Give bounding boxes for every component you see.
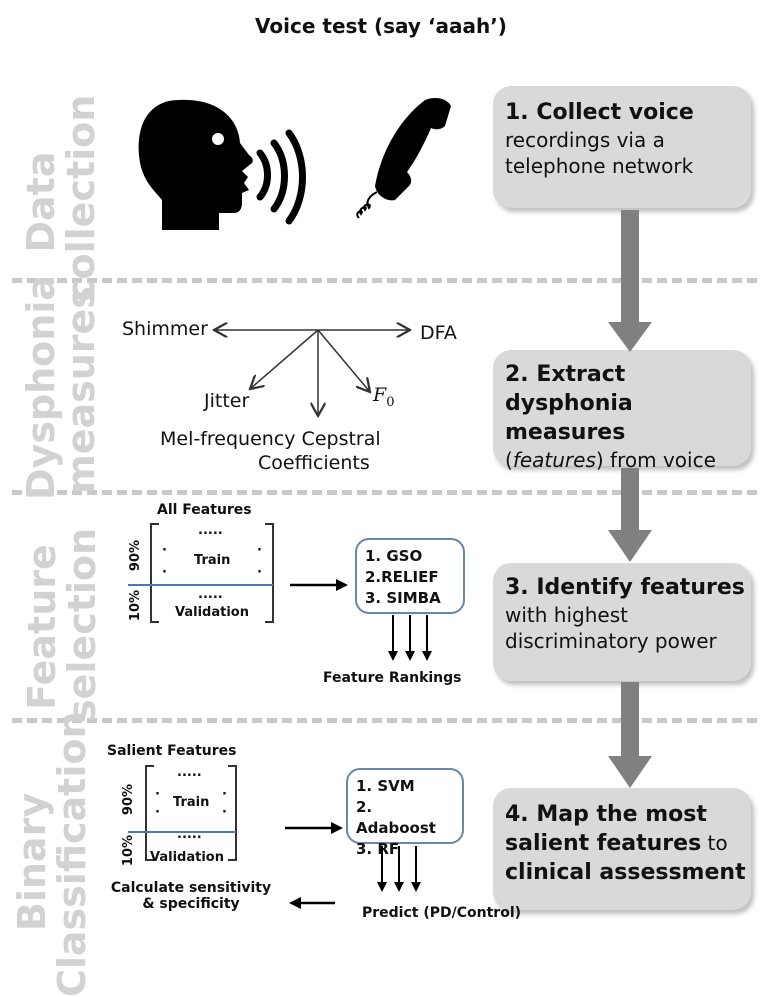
classification-matrix: ..... Train · · · · ..... [145, 765, 237, 861]
speaking-head-icon [138, 99, 306, 231]
step-1-text-line: telephone network [505, 154, 694, 179]
step-1-text-line: recordings via a [505, 128, 665, 153]
stage-label-line: Classification [49, 711, 94, 997]
algorithm-item: 2.RELIEF [365, 568, 439, 586]
feature-matrix: ..... Train · · · · ..... [150, 523, 274, 623]
matrix-dots-bottom: ..... [177, 827, 202, 842]
classification-algorithms: 1. SVM 2. Adaboost 3. RF [346, 768, 464, 858]
matrix-dot: · [155, 787, 160, 802]
step-4-text-line: salient features to [505, 829, 751, 858]
matrix-dots-top: ..... [198, 523, 223, 538]
arrow-to-metrics [289, 897, 335, 909]
diagram-title: Voice test (say ‘aaah’) [255, 14, 507, 38]
flow-arrow-3 [608, 682, 652, 788]
measure-jitter: Jitter [204, 390, 250, 412]
ranking-arrows [388, 615, 432, 661]
stage-label-line: measures [58, 286, 103, 494]
telephone-icon [356, 98, 451, 219]
matrix-dots-bottom: ..... [198, 587, 223, 602]
step-box-1: 1. Collect voice recordings via a teleph… [493, 86, 751, 208]
stage-label-dysphonia-measures: Dysphonia measures [19, 274, 106, 500]
matrix-dot: · [257, 565, 262, 580]
stage-label-binary-classification: Binary Classification [10, 711, 97, 997]
arrow-to-selectors [290, 579, 348, 591]
predict-arrows [377, 846, 421, 892]
step-4-bold: salient features [505, 831, 702, 857]
metrics-label: Calculate sensitivity & specificity [100, 880, 282, 912]
matrix-dots-top: ..... [177, 765, 202, 780]
algorithm-item: 3. RF [356, 840, 400, 858]
step-4-rest: to [701, 831, 728, 856]
train-percent: 90% [128, 539, 144, 572]
algorithm-item: 2. Adaboost [356, 798, 436, 837]
step-2-rest: ) from voice [595, 448, 716, 473]
step-box-3: 3. Identify features with highest discri… [493, 563, 751, 681]
stage-label-line: selection [59, 527, 104, 722]
step-1-title: 1. Collect voice [505, 100, 694, 125]
metrics-label-line: & specificity [142, 896, 240, 912]
stage-label-line: Data [19, 151, 63, 253]
matrix-train-label: Train [173, 795, 210, 810]
matrix-dot: · [257, 543, 262, 558]
measure-f0-subscript: 0 [386, 394, 395, 410]
step-2-text-line: (features) from voice [505, 447, 751, 473]
validation-percent: 10% [121, 834, 137, 867]
measure-mfcc-line2: Coefficients [258, 452, 370, 474]
measure-dfa: DFA [420, 322, 457, 344]
metrics-label-line: Calculate sensitivity [110, 880, 272, 896]
arrow-to-classifiers [285, 822, 343, 834]
validation-label: Validation [150, 850, 224, 865]
stage-label-line: Dysphonia [19, 274, 63, 500]
predict-label: Predict (PD/Control) [362, 905, 522, 921]
step-2-paren: ( [505, 448, 513, 473]
matrix-dot: · [162, 543, 167, 558]
step-3-text-line: discriminatory power [505, 629, 717, 654]
matrix-dot: · [222, 787, 227, 802]
validation-label: Validation [175, 605, 249, 620]
measure-f0: F0 [373, 384, 394, 410]
matrix-dot: · [222, 805, 227, 820]
separator-2 [12, 490, 757, 495]
split-line [128, 584, 273, 586]
algorithm-item: 3. SIMBA [365, 589, 441, 607]
algorithm-item: 1. SVM [356, 777, 415, 795]
measure-f0-letter: F [373, 384, 387, 406]
split-line [128, 831, 236, 833]
matrix-train-label: Train [194, 553, 231, 568]
measures-arrows [210, 314, 430, 424]
step-4-title: clinical assessment [505, 860, 746, 886]
matrix-dot: · [155, 805, 160, 820]
step-3-text-line: with highest [505, 603, 628, 628]
step-4-title: 4. Map the most [505, 802, 707, 827]
step-box-2: 2. Extract dysphonia measures (features)… [493, 350, 751, 472]
stage-label-data-collection: Data collection [19, 94, 106, 302]
step-3-title: 3. Identify features [505, 575, 745, 600]
feature-rankings-label: Feature Rankings [323, 670, 462, 686]
step-2-italic: features [512, 448, 596, 473]
stage-label-line: collection [58, 94, 103, 302]
validation-percent: 10% [128, 589, 144, 622]
step-2-title: dysphonia measures [505, 391, 633, 446]
measure-shimmer: Shimmer [122, 318, 208, 340]
all-features-label: All Features [157, 502, 252, 518]
flow-arrow-1 [608, 210, 652, 352]
salient-features-label: Salient Features [107, 743, 237, 759]
flow-arrow-2 [608, 468, 652, 562]
stage-label-line: Feature [20, 544, 64, 710]
algorithm-item: 1. GSO [365, 547, 423, 565]
stage-label-line: Binary [10, 792, 54, 932]
train-percent: 90% [121, 783, 137, 816]
stage-label-feature-selection: Feature selection [20, 527, 107, 722]
feature-selection-algorithms: 1. GSO 2.RELIEF 3. SIMBA [355, 538, 465, 614]
step-box-4: 4. Map the most salient features to clin… [493, 788, 751, 910]
separator-3 [12, 718, 757, 723]
matrix-dot: · [162, 565, 167, 580]
step-2-title: 2. Extract [505, 362, 626, 387]
measure-mfcc-line1: Mel-frequency Cepstral [160, 428, 381, 450]
separator-1 [12, 278, 757, 283]
